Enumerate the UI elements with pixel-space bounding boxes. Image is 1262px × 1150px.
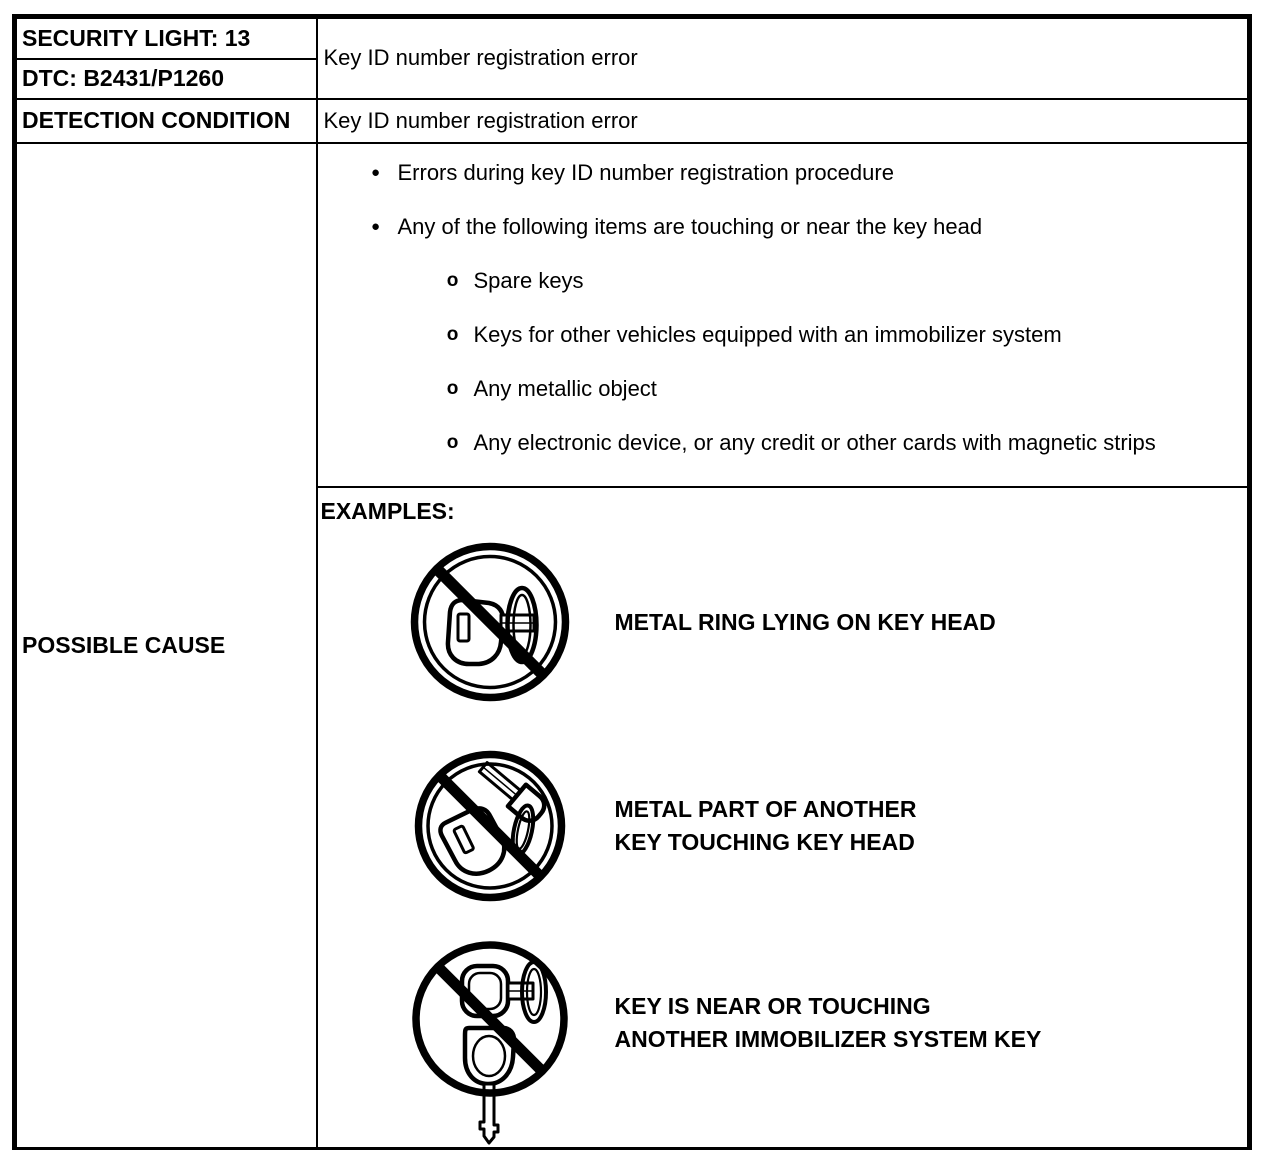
bullet-icon: ● [370,163,381,181]
cause-subitem-text: Any electronic device, or any credit or … [473,429,1156,455]
examples-heading: EXAMPLES: [320,497,455,524]
dtc-code-label: DTC: B2431/P1260 [22,65,224,91]
cause-subitem: o Spare keys [319,266,1248,295]
cause-item: ● Any of the following items are touchin… [319,212,1248,241]
dtc-code-cell: DTC: B2431/P1260 [13,57,318,100]
cause-item-text: Any of the following items are touching … [397,213,983,239]
circle-bullet-icon: o [446,377,459,399]
no-key-near-immobilizer-key-icon [411,940,568,1144]
circle-bullet-icon: o [446,269,459,291]
no-key-touching-key-head-icon [414,750,565,901]
detection-condition-value-cell: Key ID number registration error [315,97,1251,144]
example-caption: METAL PART OF ANOTHER KEY TOUCHING KEY H… [614,795,917,855]
detection-condition-label-cell: DETECTION CONDITION [13,97,318,144]
example-row: METAL RING LYING ON KEY HEAD [321,538,1248,708]
example-row: KEY IS NEAR OR TOUCHING ANOTHER IMMOBILI… [321,940,1248,1147]
example-caption: KEY IS NEAR OR TOUCHING ANOTHER IMMOBILI… [614,993,1042,1052]
detection-condition-text: Key ID number registration error [323,107,638,133]
cause-subitem-text: Spare keys [473,267,584,293]
cause-item: ● Errors during key ID number registrati… [319,158,1248,187]
cause-subitem-text: Keys for other vehicles equipped with an… [473,321,1062,347]
bullet-icon: ● [370,217,381,235]
possible-cause-list-cell: ● Errors during key ID number registrati… [315,141,1251,488]
circle-bullet-icon: o [446,323,459,345]
possible-cause-label-cell: POSSIBLE CAUSE [13,141,318,1150]
dtc-description-cell: Key ID number registration error [315,15,1251,100]
cause-subitem: o Any electronic device, or any credit o… [319,428,1248,457]
cause-subitem: o Keys for other vehicles equipped with … [319,320,1248,349]
cause-subitem: o Any metallic object [319,374,1248,403]
cause-subitem-text: Any metallic object [473,375,657,401]
possible-cause-label: POSSIBLE CAUSE [22,631,226,658]
example-row: METAL PART OF ANOTHER KEY TOUCHING KEY H… [321,746,1248,906]
detection-condition-label: DETECTION CONDITION [22,107,291,133]
security-light-label: SECURITY LIGHT: 13 [22,24,251,51]
security-light-cell: SECURITY LIGHT: 13 [13,15,318,60]
cause-item-text: Errors during key ID number registration… [397,159,894,185]
dtc-info-table: SECURITY LIGHT: 13 Key ID number registr… [12,14,1252,1150]
no-metal-ring-on-key-icon [410,542,569,701]
dtc-description-text: Key ID number registration error [323,45,638,71]
circle-bullet-icon: o [446,431,459,453]
example-caption: METAL RING LYING ON KEY HEAD [614,609,996,635]
examples-cell: EXAMPLES: [315,485,1251,1150]
